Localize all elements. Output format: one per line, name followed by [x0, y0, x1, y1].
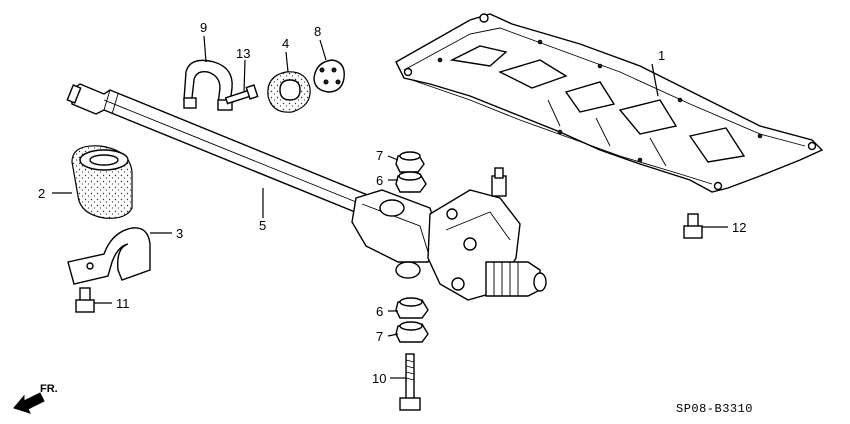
callout-6-upper: 6: [376, 173, 383, 188]
rubber-bushing: [267, 71, 311, 113]
callout-7-upper: 7: [376, 148, 383, 163]
callout-12: 12: [732, 220, 746, 235]
bushing-half: [313, 59, 345, 93]
callout-8: 8: [314, 24, 321, 39]
callout-13: 13: [236, 46, 250, 61]
callout-11: 11: [116, 296, 130, 311]
callout-7-lower: 7: [376, 329, 383, 344]
leader-lines: [52, 35, 728, 379]
long-bolt: [399, 353, 421, 411]
callout-2: 2: [38, 186, 45, 201]
callout-3: 3: [176, 226, 183, 241]
upper-mount-nuts: [395, 151, 427, 193]
callout-10: 10: [372, 371, 386, 386]
callout-1: 1: [658, 48, 665, 63]
subframe-crossmember: [395, 13, 824, 193]
crossmember-bolt: [683, 213, 703, 239]
bracket-bolt: [75, 287, 95, 313]
callout-9: 9: [200, 20, 207, 35]
callout-labels: 1 2 3 4 5 6 6 7 7 8 9 10 11 12 13: [38, 20, 746, 386]
front-label: FR.: [40, 383, 58, 395]
large-bushing: [71, 145, 133, 219]
callout-6-lower: 6: [376, 304, 383, 319]
mounting-bracket: [67, 227, 151, 285]
small-bolt: [224, 84, 259, 105]
callout-5: 5: [259, 218, 266, 233]
callout-4: 4: [282, 36, 289, 51]
rack-tube: [66, 83, 371, 215]
diagram-code: SP08-B3310: [676, 402, 753, 416]
lower-mount-nuts: [395, 297, 429, 343]
front-direction-indicator: FR.: [13, 383, 58, 414]
clamp-band: [183, 59, 233, 111]
front-arrow-icon: [13, 392, 45, 414]
steering-gear-box: [351, 167, 547, 301]
